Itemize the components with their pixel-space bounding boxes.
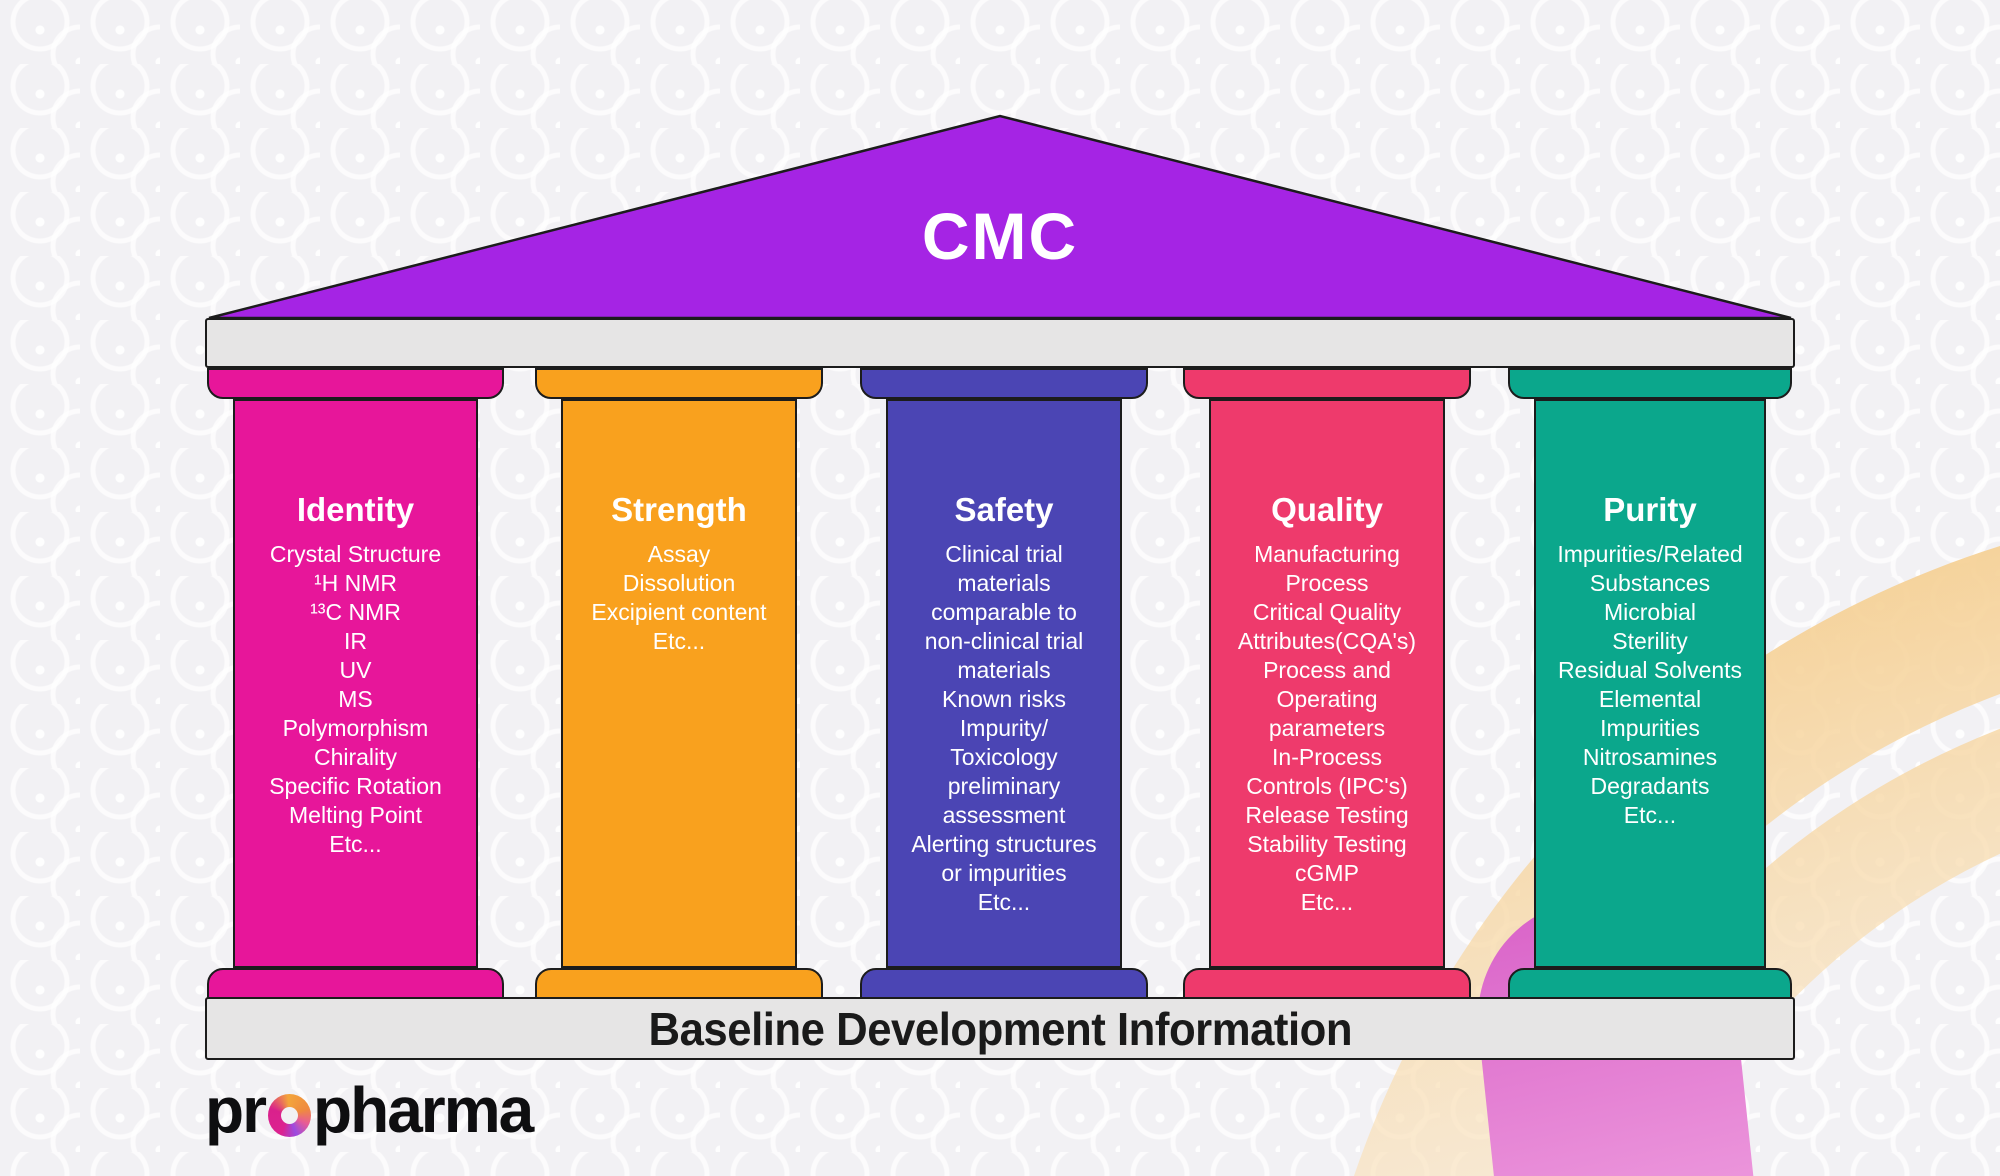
pillar-item: Operating [1276, 686, 1378, 712]
pillar-item: Process and [1263, 657, 1391, 683]
pillar-item: Etc... [977, 889, 1031, 915]
pillar-item: Polymorphism [282, 715, 429, 741]
pillar-base [1183, 968, 1471, 999]
pillar-item: Impurities/Related [1557, 541, 1743, 567]
pillar-item: preliminary [947, 773, 1061, 799]
pillar-item: Manufacturing [1254, 541, 1400, 567]
pillar-base [207, 968, 504, 999]
pillar-item: Process [1285, 570, 1369, 596]
pillar-item: In-Process [1272, 744, 1382, 770]
pillar-item: materials [957, 570, 1051, 596]
pillar-item: materials [957, 657, 1051, 683]
pillar-item: Attributes(CQA's) [1237, 628, 1417, 654]
pillar-item: comparable to [931, 599, 1077, 625]
pillar-item: Impurity/ [959, 715, 1049, 741]
pillar-item: Assay [647, 541, 711, 567]
pillar-item: Nitrosamines [1582, 744, 1718, 770]
pillar-item: Residual Solvents [1557, 657, 1743, 683]
pillar-identity: Identity Crystal Structure ¹H NMR ¹³C NMR I… [207, 368, 504, 999]
roof-title: CMC [921, 199, 1079, 273]
pillar-item: Release Testing [1245, 802, 1409, 828]
pillar-base [535, 968, 823, 999]
stylobate-beam: Baseline Development Information [205, 997, 1795, 1060]
pillar-item: UV [339, 657, 372, 683]
pillar-title: Safety [954, 491, 1054, 528]
pillar-items: Clinical trial materials comparable to non-… [888, 540, 1120, 917]
pillar-item: Toxicology [950, 744, 1058, 770]
pillar-capital [207, 368, 504, 399]
logo-text-post: pharma [313, 1074, 534, 1146]
pillar-items: Crystal Structure ¹H NMR ¹³C NMR IR UV MS Poly… [235, 540, 476, 859]
pillar-item: Melting Point [289, 802, 422, 828]
baseline-label: Baseline Development Information [648, 1002, 1352, 1055]
pillar-item: Etc... [329, 831, 382, 857]
pillar-base [1508, 968, 1792, 999]
pillar-item: Crystal Structure [269, 541, 442, 567]
pillar-capital [1183, 368, 1471, 399]
pillar-item: Clinical trial [945, 541, 1063, 567]
pillar-item: Alerting structures [911, 831, 1097, 857]
pillar-item: ¹H NMR [313, 570, 398, 596]
pillar-item: Specific Rotation [269, 773, 442, 799]
pillar-item: Impurities [1600, 715, 1700, 741]
pillar-item: Microbial [1603, 599, 1697, 625]
pillar-capital [535, 368, 823, 399]
pillar-shaft: Identity Crystal Structure ¹H NMR ¹³C NMR I… [233, 399, 478, 968]
pillar-item: or impurities [941, 860, 1067, 886]
pillar-item: Etc... [1623, 802, 1677, 828]
pillar-item: Degradants [1590, 773, 1710, 799]
pillar-item: Elemental [1598, 686, 1702, 712]
pillar-item: Controls (IPC's) [1246, 773, 1408, 799]
propharma-logo: pr pharma [205, 1074, 534, 1146]
pillar-title: Purity [1603, 491, 1697, 528]
pillar-item: Etc... [1300, 889, 1354, 915]
pillar-item: non-clinical trial [924, 628, 1084, 654]
pillar-item: Known risks [942, 686, 1066, 712]
pillar-item: Critical Quality [1252, 599, 1402, 625]
entablature-beam [205, 318, 1795, 368]
pillar-item: IR [344, 628, 367, 654]
pillar-item: Dissolution [622, 570, 736, 596]
pillar-item: ¹³C NMR [310, 599, 401, 625]
pillar-shaft: Safety Clinical trial materials comparable… [886, 399, 1122, 968]
pillar-capital [860, 368, 1148, 399]
pillar-title: Quality [1271, 491, 1383, 528]
pillar-item: MS [338, 686, 373, 712]
pillar-base [860, 968, 1148, 999]
pillar-item: Substances [1589, 570, 1711, 596]
pillar-item: Stability Testing [1247, 831, 1407, 857]
pillar-title: Identity [296, 491, 415, 528]
pillar-item: Etc... [652, 628, 706, 654]
pillar-item: assessment [942, 802, 1066, 828]
logo-ring-icon [268, 1093, 311, 1137]
pillar-item: parameters [1268, 715, 1386, 741]
pillar-item: cGMP [1295, 860, 1359, 886]
pillar-item: Sterility [1612, 628, 1688, 654]
pillar-safety: Safety Clinical trial materials comparable… [860, 368, 1148, 999]
pillar-item: Excipient content [591, 599, 767, 625]
pillar-capital [1508, 368, 1792, 399]
logo-text-pre: pr [205, 1074, 267, 1146]
pillar-item: Chirality [313, 744, 398, 770]
logo-ring-hole [281, 1106, 298, 1124]
pillar-title: Strength [611, 491, 747, 528]
